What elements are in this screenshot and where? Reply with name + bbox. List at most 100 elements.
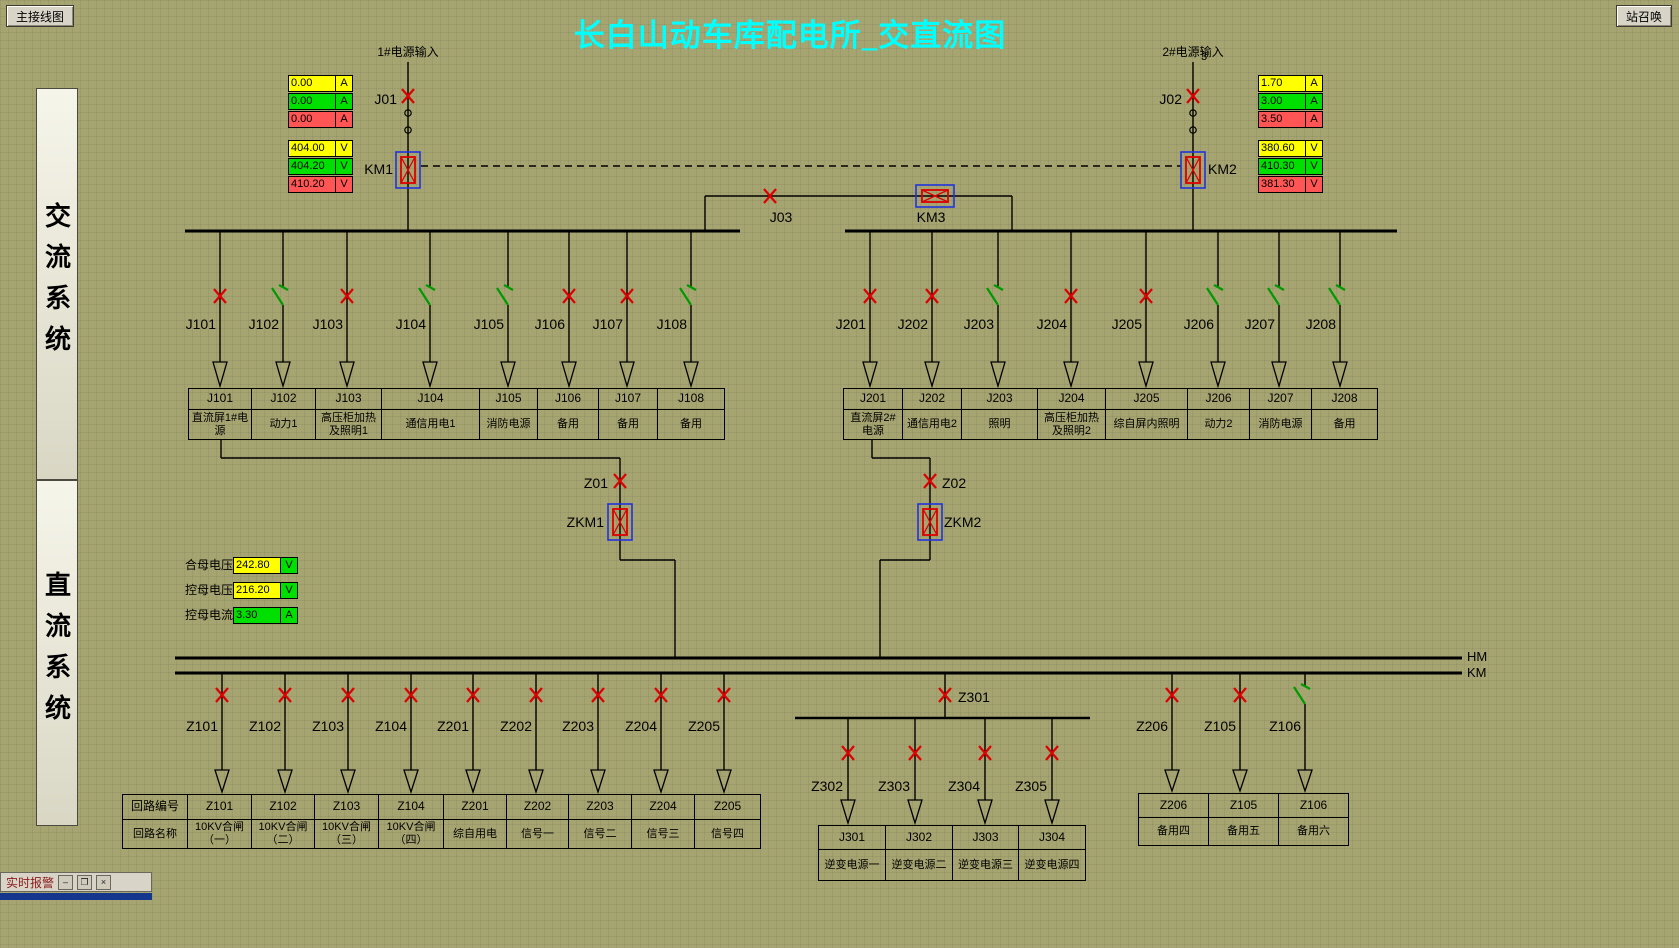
switch-J104[interactable] bbox=[418, 284, 436, 306]
source2-meter-3-value: 380.60 bbox=[1259, 141, 1305, 156]
label-Z206: Z206 bbox=[1136, 718, 1168, 734]
breaker-ZKM1[interactable] bbox=[607, 503, 633, 541]
contact-icon bbox=[404, 109, 412, 117]
switch-Z02[interactable] bbox=[923, 473, 937, 489]
source2-meter-0-value: 1.70 bbox=[1259, 76, 1305, 91]
switch-J201[interactable] bbox=[863, 288, 877, 304]
load-arrow-icon bbox=[403, 769, 419, 795]
restore-icon[interactable]: ❐ bbox=[77, 874, 93, 890]
switch-Z203[interactable] bbox=[591, 687, 605, 703]
switch-J202[interactable] bbox=[925, 288, 939, 304]
switch-Z305[interactable] bbox=[1045, 745, 1059, 761]
inverter-id-cell: J304 bbox=[1019, 826, 1086, 850]
switch-J106[interactable] bbox=[562, 288, 576, 304]
switch-Z102[interactable] bbox=[278, 687, 292, 703]
feeder-name-cell: 备用 bbox=[538, 410, 599, 440]
switch-J205[interactable] bbox=[1139, 288, 1153, 304]
switch-J101[interactable] bbox=[213, 288, 227, 304]
switch-J107[interactable] bbox=[620, 288, 634, 304]
switch-J02[interactable] bbox=[1186, 88, 1200, 104]
label-Z105: Z105 bbox=[1204, 718, 1236, 734]
source1-meter-0-value: 0.00 bbox=[289, 76, 335, 91]
close-icon[interactable]: × bbox=[96, 874, 112, 890]
feeder-id-cell: J204 bbox=[1038, 389, 1106, 410]
switch-J102[interactable] bbox=[271, 284, 289, 306]
switch-Z106[interactable] bbox=[1293, 683, 1311, 705]
load-arrow-icon bbox=[716, 769, 732, 795]
inverter-name-cell: 逆变电源二 bbox=[886, 850, 953, 881]
switch-J103[interactable] bbox=[340, 288, 354, 304]
switch-Z301[interactable] bbox=[938, 687, 952, 703]
load-arrow-icon bbox=[977, 799, 993, 826]
spare-id-cell: Z106 bbox=[1279, 794, 1349, 818]
switch-J204[interactable] bbox=[1064, 288, 1078, 304]
bus-tie-switch-label: J03 bbox=[769, 209, 793, 225]
breaker-KM3[interactable] bbox=[915, 184, 955, 208]
switch-Z204[interactable] bbox=[654, 687, 668, 703]
main-wiring-button[interactable]: 主接线图 bbox=[6, 5, 75, 27]
switch-J207[interactable] bbox=[1267, 284, 1285, 306]
load-arrow-icon bbox=[840, 799, 856, 826]
dc-meter-0-value: 242.80 bbox=[234, 558, 280, 573]
station-call-button[interactable]: 站召唤 bbox=[1615, 5, 1672, 27]
breaker-KM1[interactable] bbox=[395, 151, 421, 189]
switch-J108[interactable] bbox=[679, 284, 697, 306]
feeder-id-cell: J103 bbox=[316, 389, 382, 410]
feeder-id-cell: J107 bbox=[599, 389, 658, 410]
switch-Z205[interactable] bbox=[717, 687, 731, 703]
feeder-id-cell: J206 bbox=[1188, 389, 1250, 410]
switch-Z104[interactable] bbox=[404, 687, 418, 703]
switch-Z206[interactable] bbox=[1165, 687, 1179, 703]
source1-meter-3-unit: V bbox=[335, 141, 352, 156]
feeder-name-cell: 消防电源 bbox=[480, 410, 538, 440]
dc-meter-0-unit: V bbox=[280, 558, 297, 573]
source2-meter-2-unit: A bbox=[1305, 112, 1322, 127]
load-arrow-icon bbox=[528, 769, 544, 795]
switch-J203[interactable] bbox=[986, 284, 1004, 306]
switch-J105[interactable] bbox=[496, 284, 514, 306]
label-J101: J101 bbox=[185, 316, 216, 332]
minimize-icon[interactable]: – bbox=[58, 874, 74, 890]
switch-Z201[interactable] bbox=[466, 687, 480, 703]
switch-Z103[interactable] bbox=[341, 687, 355, 703]
circuit-name-cell: 信号一 bbox=[507, 820, 569, 849]
alarm-tab[interactable]: 实时报警 bbox=[6, 875, 55, 890]
load-arrow-icon bbox=[619, 361, 635, 389]
load-arrow-icon bbox=[1332, 361, 1348, 389]
switch-J03[interactable] bbox=[763, 188, 777, 204]
switch-Z304[interactable] bbox=[978, 745, 992, 761]
breaker-ZKM2[interactable] bbox=[917, 503, 943, 541]
dc-meter-2-unit: A bbox=[280, 608, 297, 623]
switch-Z303[interactable] bbox=[908, 745, 922, 761]
breaker-KM2[interactable] bbox=[1180, 151, 1206, 189]
label-Z202: Z202 bbox=[500, 718, 532, 734]
switch-Z105[interactable] bbox=[1233, 687, 1247, 703]
circuit-id-cell: Z101 bbox=[188, 795, 252, 820]
feeder-id-cell: J106 bbox=[538, 389, 599, 410]
switch-J208[interactable] bbox=[1328, 284, 1346, 306]
load-arrow-icon bbox=[422, 361, 438, 389]
feeder-id-cell: J108 bbox=[658, 389, 725, 410]
load-arrow-icon bbox=[275, 361, 291, 389]
feeder-name-cell: 备用 bbox=[1312, 410, 1378, 440]
load-arrow-icon bbox=[1164, 769, 1180, 794]
switch-Z01[interactable] bbox=[613, 473, 627, 489]
load-arrow-icon bbox=[1063, 361, 1079, 389]
switch-Z302[interactable] bbox=[841, 745, 855, 761]
switch-Z101[interactable] bbox=[215, 687, 229, 703]
switch-Z202[interactable] bbox=[529, 687, 543, 703]
feeder-name-cell: 直流屏2#电源 bbox=[844, 410, 903, 440]
switch-J01[interactable] bbox=[401, 88, 415, 104]
switch-J206[interactable] bbox=[1206, 284, 1224, 306]
load-arrow-icon bbox=[1232, 769, 1248, 794]
feeder-id-cell: J207 bbox=[1250, 389, 1312, 410]
